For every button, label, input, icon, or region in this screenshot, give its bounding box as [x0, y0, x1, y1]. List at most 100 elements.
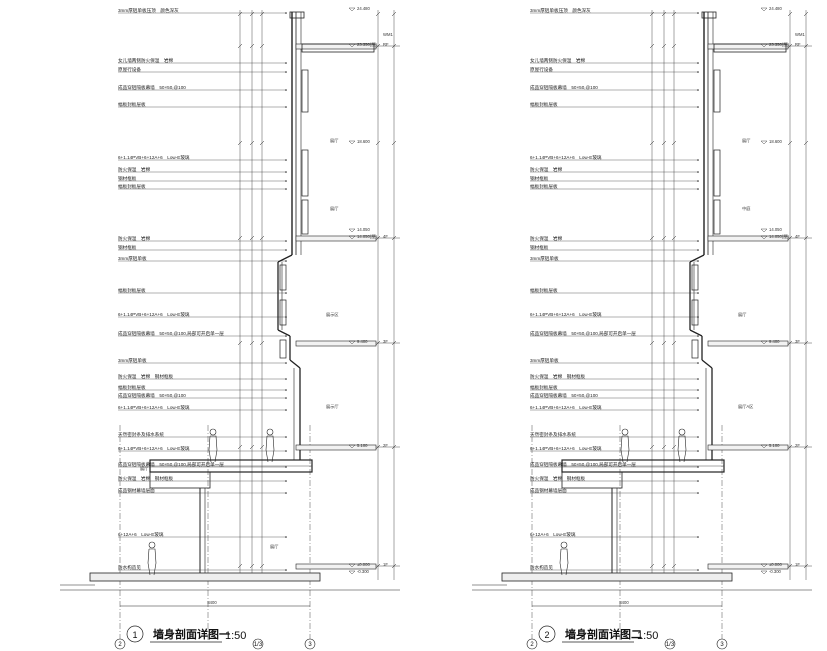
person-body	[147, 548, 157, 576]
dimension-tick	[671, 43, 677, 49]
dimension-tick	[237, 43, 243, 49]
callout-label: 天然密封条及排水系统	[530, 431, 576, 438]
elevation-label: 14.050	[769, 227, 782, 232]
floor-mark: 1F	[795, 562, 800, 567]
room-label: 展厅	[330, 138, 338, 144]
dimension-tick	[649, 444, 655, 450]
elevation-marker	[348, 43, 356, 48]
axis-bubble	[716, 638, 728, 650]
drawing-scale: 1:50	[225, 630, 246, 642]
dimension-tick	[237, 563, 243, 569]
elevation-label: 9.400	[769, 339, 780, 344]
callout-label: 幅板封板层板	[530, 183, 558, 190]
floor-mark: 1F	[383, 562, 388, 567]
floor-slab	[707, 235, 789, 242]
dimension-tick	[259, 444, 265, 450]
parapet-cap	[701, 11, 717, 19]
leader-dot	[285, 569, 287, 571]
axis-label: 1/3	[666, 642, 675, 648]
dimension-tick	[649, 235, 655, 241]
dimension-tick	[661, 563, 667, 569]
elevation-marker	[348, 235, 356, 240]
elevation-marker	[348, 140, 356, 145]
leader-dot	[285, 492, 287, 494]
floor-mark: RF	[795, 42, 801, 47]
callout-label: 成品穿铝隔板幕墙 50×50,@100	[118, 392, 186, 399]
callout-label: 成品穿铝隔板幕墙 50×50,@100	[530, 84, 598, 91]
room-label: 展厅	[742, 138, 750, 144]
elevation-marker	[760, 340, 768, 345]
leader-dot	[285, 397, 287, 399]
floor-slab	[295, 340, 377, 347]
callout-label: 成品穿铝隔板幕墙 50×50,@100	[118, 84, 186, 91]
facade-step-outline	[689, 254, 705, 263]
window-frame	[713, 199, 721, 235]
leader-dot	[697, 466, 699, 468]
room-label: 展示厅	[326, 404, 339, 410]
leader-dot	[285, 249, 287, 251]
dimension-tick	[375, 140, 381, 146]
leader-dot	[697, 260, 699, 262]
callout-label: 幅板封板层板	[530, 101, 558, 108]
axis-bubble	[526, 638, 538, 650]
callout-label: 幅板封板层板	[118, 183, 146, 190]
leader-dot	[285, 240, 287, 242]
roof-slab	[713, 43, 787, 53]
dimension-tick	[237, 11, 243, 17]
elevation-label: ±0.000	[769, 562, 782, 567]
elevation-marker	[760, 444, 768, 449]
elevation-label: 5.100	[357, 443, 368, 448]
callout-label: 成品穿铝隔板幕墙 50×50,@100	[530, 392, 598, 399]
leader-dot	[285, 292, 287, 294]
dimension-tick	[661, 235, 667, 241]
dimension-tick	[237, 140, 243, 146]
person-head	[209, 428, 217, 436]
leader-dot	[697, 362, 699, 364]
callout-label: 6+1.14PVB+6+12A+6 Low-E玻璃	[530, 311, 602, 318]
person-figure	[559, 541, 569, 576]
overall-dimension: 8400	[207, 600, 217, 605]
dimension-tick	[259, 43, 265, 49]
leader-dot	[285, 188, 287, 190]
room-label: 展厅A区	[738, 404, 753, 410]
dimension-tick	[649, 140, 655, 146]
drawing-number: 1	[132, 630, 137, 640]
axis-bubble	[664, 638, 676, 650]
leader-dot	[285, 480, 287, 482]
leader-dot	[285, 389, 287, 391]
callout-label: 成品钢材幕墙层面	[118, 487, 155, 494]
callout-label: 防火保温 岩棉	[118, 166, 151, 173]
callout-label: 6+1.14PVB+6+12A+6 Low-E玻璃	[118, 404, 190, 411]
person-head	[266, 428, 274, 436]
person-body	[208, 435, 218, 463]
callout-label: 6+1.14PVB+6+12A+6 Low-E玻璃	[118, 445, 190, 452]
floor-mark: WM1	[383, 32, 393, 37]
dimension-tick	[237, 235, 243, 241]
drawing-number-bubble	[126, 625, 144, 643]
person-body	[265, 435, 275, 463]
leader-dot	[285, 335, 287, 337]
leader-dot	[697, 62, 699, 64]
leader-dot	[285, 159, 287, 161]
elevation-marker	[348, 563, 356, 568]
callout-label: 3mm厚铝单板	[530, 357, 559, 364]
callout-label: 防火保温 岩棉	[530, 166, 563, 173]
window-frame	[713, 149, 721, 197]
room-label: 中庭	[742, 205, 751, 212]
axis-bubble	[114, 638, 126, 650]
elevation-marker	[348, 340, 356, 345]
leader-dot	[697, 409, 699, 411]
callout-label: 防火保温 岩棉 钢材框板	[118, 475, 174, 482]
callout-label: 钢材框板	[530, 175, 549, 182]
leader-dot	[697, 106, 699, 108]
dimension-tick	[249, 11, 255, 17]
floor-slab	[707, 340, 789, 347]
parapet-cap	[289, 11, 305, 19]
dimension-tick	[671, 11, 677, 17]
drawing-number: 2	[544, 630, 549, 640]
elevation-label: 5.100	[769, 443, 780, 448]
drawing-title: 墙身剖面详图二	[565, 627, 642, 641]
callout-label: 防水构造见	[530, 564, 553, 571]
